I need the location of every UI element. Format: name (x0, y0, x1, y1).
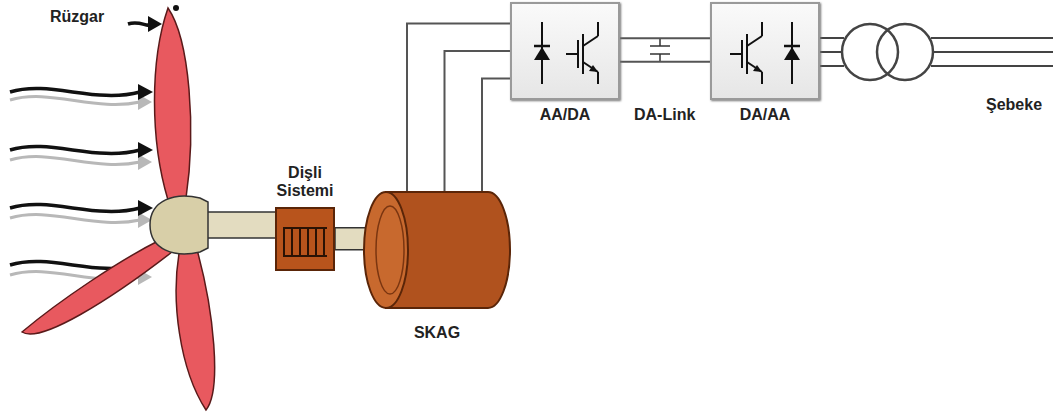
component-node: AA/DA (510, 2, 620, 124)
component-node: SKAG (362, 190, 512, 342)
component-label: SKAG (414, 324, 460, 342)
free-label: Rüzgar (50, 8, 104, 26)
component-label: Dişli Sistemi (269, 164, 341, 201)
rectifier-box (510, 2, 620, 100)
edge-label: DA-Link (634, 106, 695, 124)
generator-shape (362, 190, 512, 310)
gearbox-shape (275, 207, 335, 271)
component-node: DA/AA (710, 2, 820, 124)
component-node: Dişli Sistemi (269, 164, 341, 271)
connector (407, 24, 510, 194)
connector (620, 38, 710, 62)
component-label: DA/AA (740, 106, 791, 124)
inverter-box (710, 2, 820, 100)
free-label: Şebeke (986, 96, 1042, 114)
component-label: AA/DA (540, 106, 591, 124)
